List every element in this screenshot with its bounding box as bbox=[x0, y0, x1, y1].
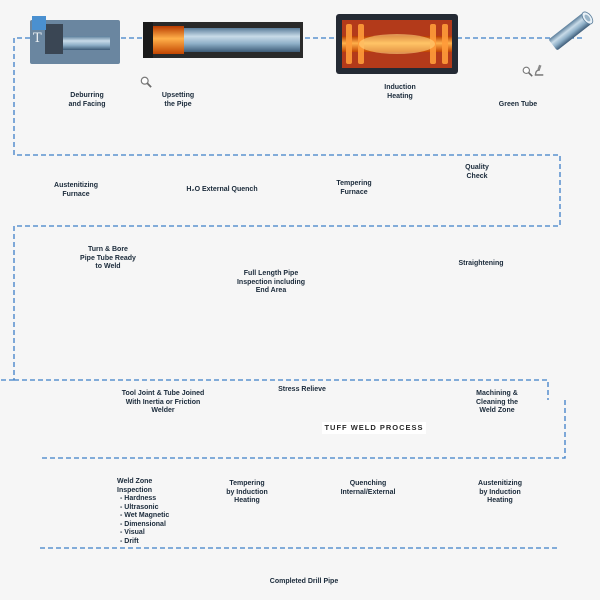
magnifier-icon bbox=[522, 66, 533, 77]
label-line: Green Tube bbox=[498, 101, 538, 108]
label-stress-relieve: Stress Relieve bbox=[278, 386, 326, 395]
flow-lines bbox=[0, 37, 582, 549]
label-line: H₂O External Quench bbox=[186, 186, 258, 193]
label-line: by Induction bbox=[479, 488, 521, 496]
label-line: - Ultrasonic bbox=[120, 503, 159, 511]
label-line: the Pipe bbox=[164, 100, 192, 108]
green-tube-illustration bbox=[549, 11, 594, 50]
deburring-illustration bbox=[30, 16, 120, 64]
label-line: Induction bbox=[384, 84, 416, 91]
label-line: Tempering bbox=[336, 180, 372, 187]
flow-line-row1 bbox=[13, 37, 582, 142]
label-line: to Weld bbox=[95, 263, 121, 270]
label-green-tube: Green Tube bbox=[499, 101, 537, 110]
flow-line-row3 bbox=[13, 188, 561, 380]
flow-line-row4 bbox=[0, 379, 549, 400]
label-line: - Wet Magnetic bbox=[120, 512, 170, 519]
label-line: - Hardness bbox=[120, 495, 157, 502]
label-line: Turn & Bore bbox=[88, 246, 128, 253]
label-line: by Induction bbox=[226, 488, 268, 496]
label-line: Straightening bbox=[458, 260, 504, 267]
flow-line-row5 bbox=[40, 400, 566, 459]
label-line: Check bbox=[466, 172, 488, 180]
label-line: Austenitizing bbox=[54, 182, 98, 189]
label-line: Heating bbox=[387, 92, 413, 100]
label-line: Furnace bbox=[62, 190, 90, 198]
label-line: Stress Relieve bbox=[278, 386, 326, 393]
label-line: Deburring bbox=[70, 92, 104, 99]
label-line: End Area bbox=[255, 287, 287, 294]
label-line: Inspection including bbox=[236, 278, 306, 286]
microscope-icon bbox=[534, 64, 544, 76]
label-line: - Drift bbox=[120, 537, 139, 545]
label-line: Pipe Tube Ready bbox=[80, 254, 136, 262]
label-line: Tempering bbox=[229, 480, 265, 487]
label-line: Weld Zone bbox=[479, 407, 515, 414]
label-straightening: Straightening bbox=[458, 260, 503, 269]
company-logo: T bbox=[33, 31, 42, 46]
label-line: - Visual bbox=[120, 529, 145, 536]
label-line: Austenitizing bbox=[478, 480, 522, 487]
label-line: Tool Joint & Tube Joined bbox=[121, 390, 205, 397]
label-line: Full Length Pipe bbox=[243, 270, 299, 277]
tuff-weld-process-title: TUFF WELD PROCESS bbox=[322, 422, 426, 434]
label-line: Heating bbox=[234, 497, 260, 504]
label-line: Heating bbox=[487, 497, 513, 504]
label-line: Machining & bbox=[476, 390, 518, 397]
label-line: Inspection bbox=[117, 486, 153, 494]
label-line: Upsetting bbox=[161, 92, 195, 99]
weld-zone-check-list: - Hardness- Ultrasonic- Wet Magnetic- Di… bbox=[120, 495, 169, 546]
label-line: Completed Drill Pipe bbox=[269, 578, 339, 585]
induction-heating-illustration bbox=[336, 14, 458, 74]
label-line: - Dimensional bbox=[120, 520, 166, 528]
label-line: Quality bbox=[465, 164, 489, 171]
label-completed-drill-pipe: Completed Drill Pipe bbox=[270, 578, 338, 587]
label-line: Weld Zone bbox=[117, 478, 153, 485]
label-line: and Facing bbox=[68, 100, 106, 108]
label-line: Welder bbox=[151, 407, 175, 414]
label-line: Cleaning the bbox=[475, 398, 519, 406]
magnifier-icon bbox=[140, 76, 152, 88]
label-line: Internal/External bbox=[340, 488, 396, 496]
label-line: Furnace bbox=[340, 188, 368, 196]
upsetting-pipe-illustration bbox=[143, 22, 303, 58]
label-line: Quenching bbox=[349, 480, 387, 487]
label-h2o-quench: H₂O External Quench bbox=[186, 186, 257, 195]
label-line: With Inertia or Friction bbox=[125, 398, 201, 406]
